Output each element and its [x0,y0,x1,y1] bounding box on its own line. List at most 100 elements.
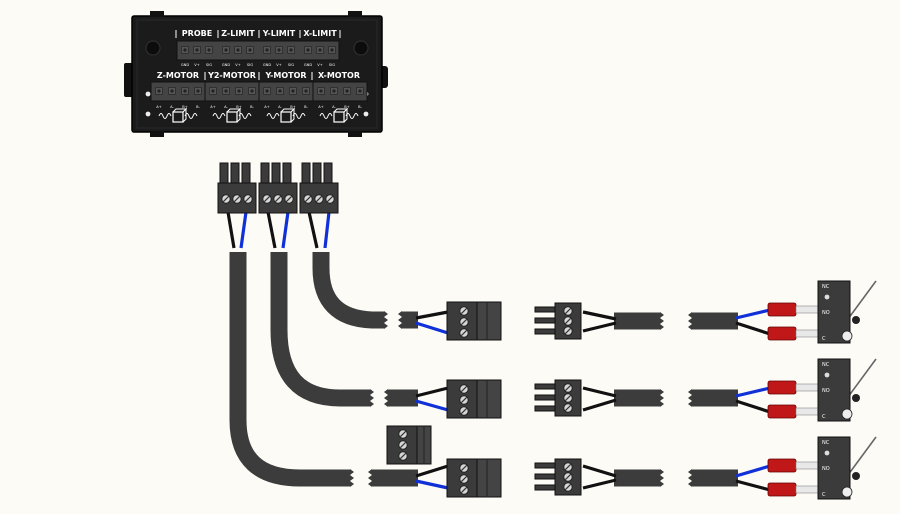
terminal-label-no: NO [822,466,830,472]
pin-label: GND [304,63,312,67]
header-label-y-limit: Y-LIMIT [262,29,296,38]
limit-header-y[interactable] [263,46,295,54]
wire-ground [266,211,277,249]
spare-plug[interactable] [386,425,432,465]
motor-icons [158,107,359,123]
pin-label: V+ [276,63,281,67]
top-plugs [217,162,339,214]
pin-label: A- [332,105,336,109]
limit-switch-icon[interactable]: NC NO C [817,358,877,422]
limit-switch-icon[interactable]: NC NO C [817,436,877,500]
wire-ground [735,321,771,336]
terminal-label-nc: NC [822,362,830,368]
motor-icon [158,107,198,123]
header-label-probe: PROBE [182,29,212,38]
plug-left-row-2[interactable] [446,379,502,419]
screw-icon [262,194,272,204]
left-plugs [446,301,502,498]
crimp-pair [767,458,821,497]
cable-y-limit [270,252,370,407]
limit-header-labels: PROBE Z-LIMIT Y-LIMIT X-LIMIT [175,29,341,38]
screw-icon [273,194,283,204]
wire-ground [582,386,617,398]
screw-icon [325,194,335,204]
receptacle-row-2[interactable] [534,379,582,417]
cable-cut-marks [350,311,692,487]
header-label-x-motor: X-MOTOR [318,71,360,80]
pin-label: GND [181,63,189,67]
motor-header-row [150,81,368,102]
screw-icon [563,306,573,316]
plug-z-limit[interactable] [217,162,257,214]
limit-header-z[interactable] [222,46,254,54]
header-label-z-limit: Z-LIMIT [221,29,255,38]
limit-header-x[interactable] [304,46,336,54]
pin-label: A+ [156,105,161,109]
wire-signal [415,321,449,335]
crimp-terminals [767,302,821,497]
controller-board: PROBE Z-LIMIT Y-LIMIT X-LIMIT [124,11,388,137]
limit-switches: NC NO C NC NO C NC NO C [817,280,877,500]
screw-icon [284,194,294,204]
limit-header-probe[interactable] [181,46,213,54]
receptacle-row-1[interactable] [534,302,582,340]
cable-z-limit [229,252,350,487]
wire-ground [582,321,617,333]
terminal-label-c: C [822,492,826,498]
cable-x-limit [312,252,384,329]
screw-icon [459,395,469,405]
pin-label: B- [358,105,362,109]
screw-icon [459,474,469,484]
cables [229,252,738,487]
receptacle-row-3[interactable] [534,458,582,496]
wire-ground [307,211,319,249]
screw-icon [398,451,408,461]
plug-y-limit[interactable] [258,162,298,214]
pin-label: A- [224,105,228,109]
plug-left-row-1[interactable] [446,301,502,341]
pin-label: B- [196,105,200,109]
terminal-label-c: C [822,414,826,420]
screw-icon [314,194,324,204]
wire-signal [735,308,771,320]
plug-x-limit[interactable] [299,162,339,214]
motor-pin-labels: A+ A- B+ B- A+ A- B+ B- A+ A- B+ B- A+ A… [156,105,362,109]
screw-icon [221,194,231,204]
screw-icon [563,316,573,326]
screw-icon [303,194,313,204]
screw-icon [459,317,469,327]
motor-header-labels: Z-MOTOR Y2-MOTOR Y-MOTOR X-MOTOR [157,71,360,80]
limit-switch-icon[interactable]: NC NO C [817,280,877,344]
motor-icon [266,107,306,123]
pin-label: B+ [182,105,187,109]
screw-icon [459,306,469,316]
wire-ground [415,464,449,478]
screw-icon [232,194,242,204]
pin-label: A+ [264,105,269,109]
pin-label: B- [304,105,308,109]
screw-icon [459,485,469,495]
screw-icon [563,472,573,482]
terminal-label-no: NO [822,310,830,316]
wire-ground [735,479,771,492]
header-label-x-limit: X-LIMIT [303,29,337,38]
terminal-label-no: NO [822,388,830,394]
wires [226,211,771,492]
pin-label: B- [250,105,254,109]
screw-icon [563,403,573,413]
pin-label: A- [278,105,282,109]
wire-signal [415,479,449,490]
wire-signal [735,386,771,398]
screw-icon [398,429,408,439]
terminal-label-c: C [822,336,826,342]
wire-ground [582,398,617,412]
plug-left-row-3[interactable] [446,458,502,498]
wire-signal [415,399,449,412]
wire-ground [415,310,449,320]
wire-ground [415,386,449,398]
pin-label: B+ [344,105,349,109]
screw-icon [563,462,573,472]
screw-icon [563,482,573,492]
middle-receptacles [534,302,582,496]
pin-label: SIG [247,63,253,67]
